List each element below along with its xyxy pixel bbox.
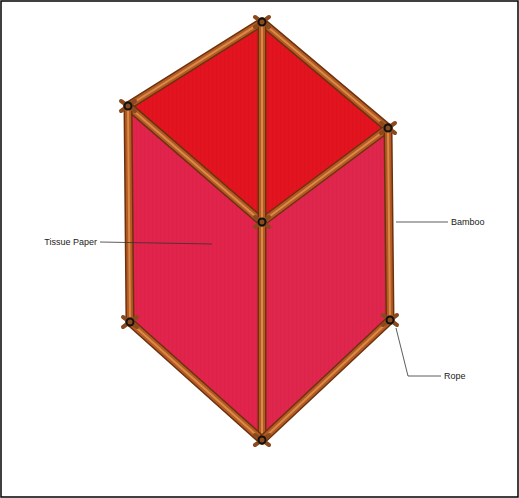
bamboo-stick — [388, 128, 390, 320]
rope-tie — [255, 217, 269, 227]
bamboo-stick — [259, 22, 265, 222]
rope-tie — [121, 101, 135, 111]
bamboo-stick — [262, 320, 390, 440]
rope-tie — [381, 123, 395, 133]
bamboo-stick — [262, 128, 388, 222]
bamboo-stick — [128, 106, 130, 322]
rope-tie — [255, 17, 269, 27]
rope-tie — [383, 315, 397, 325]
bamboo-stick — [128, 22, 262, 106]
bamboo-stick — [261, 222, 263, 440]
bamboo-stick — [130, 322, 262, 440]
bamboo-stick — [262, 320, 390, 440]
bamboo-stick — [388, 128, 390, 320]
rope-tie — [123, 317, 137, 327]
bamboo-stick — [128, 22, 262, 106]
bamboo-stick — [128, 106, 130, 322]
rope-knot — [387, 317, 394, 324]
bamboo-stick — [262, 320, 390, 440]
paper-texture — [128, 22, 390, 440]
rope-tie — [121, 101, 135, 111]
bamboo-stick — [262, 22, 388, 128]
leader-line — [100, 242, 212, 244]
leader-line — [396, 222, 448, 223]
bamboo-stick — [128, 22, 262, 106]
bamboo-stick — [262, 22, 388, 128]
rope-tie — [381, 123, 395, 133]
rope-tie — [383, 315, 397, 325]
rope-knots — [121, 17, 397, 445]
bamboo-stick — [128, 106, 262, 222]
bamboo-stick — [258, 222, 267, 440]
rope-tie — [255, 217, 269, 227]
bamboo-stick — [262, 128, 388, 222]
bamboo-frame — [128, 22, 390, 440]
rope-knot — [125, 103, 132, 110]
bamboo-stick — [262, 22, 388, 128]
rope-tie — [255, 435, 269, 445]
bamboo-stick — [258, 22, 267, 222]
bamboo-stick — [262, 128, 388, 222]
bamboo-stick — [261, 22, 263, 222]
rope-label: Rope — [444, 371, 466, 382]
bamboo-stick — [128, 106, 130, 322]
bamboo-stick — [128, 106, 262, 222]
bamboo-stick — [259, 222, 265, 440]
rope-tie — [255, 435, 269, 445]
bamboo-stick — [130, 322, 262, 440]
rope-tie — [123, 317, 137, 327]
leader-line — [396, 328, 441, 376]
bamboo-stick — [388, 128, 390, 320]
rope-tie — [255, 17, 269, 27]
bamboo-stick — [130, 322, 262, 440]
bamboo-label: Bamboo — [451, 217, 485, 228]
rope-knot — [385, 125, 392, 132]
rope-knot — [127, 319, 134, 326]
rope-knot — [259, 437, 266, 444]
rope-knot — [259, 219, 266, 226]
rope-knot — [259, 19, 266, 26]
bamboo-stick — [128, 106, 262, 222]
tissue-paper-label: Tissue Paper — [44, 237, 97, 248]
